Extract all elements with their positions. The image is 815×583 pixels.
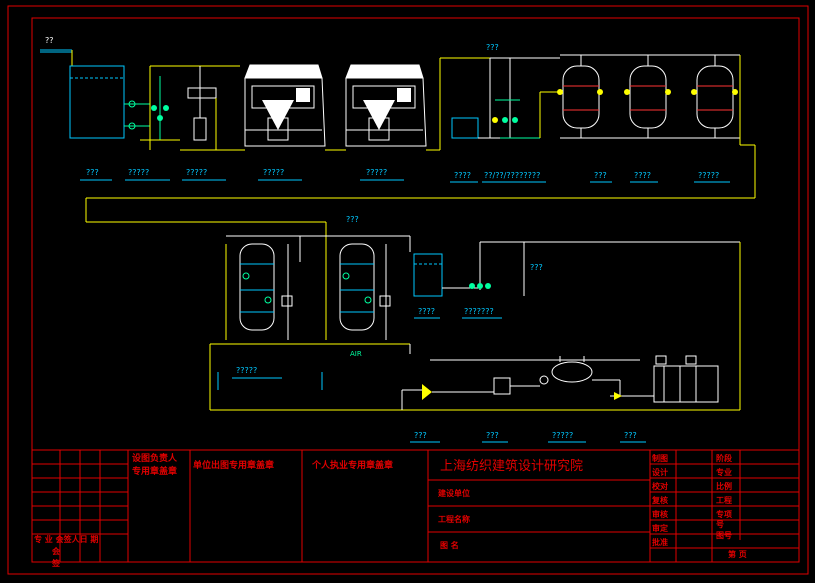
pressure-vessels	[539, 54, 755, 146]
intermediate-tank	[451, 117, 500, 139]
vessel-2	[624, 55, 671, 138]
rc1-4: 审核	[652, 509, 668, 519]
outer-border	[7, 5, 809, 575]
label-booster: ??/??/????????	[484, 171, 540, 180]
label-mid-right: ???	[530, 263, 543, 272]
label-pumps: ?????	[128, 168, 149, 177]
label-mid-small-2: ???????	[464, 307, 494, 316]
lower-pipes	[209, 242, 741, 411]
inlet-label: ??	[45, 36, 54, 45]
ion-exchange-column-1	[225, 243, 293, 340]
rc2-0: 阶段	[716, 453, 732, 463]
label-vessel-3: ?????	[698, 171, 719, 180]
rc2-2: 比例	[716, 481, 732, 491]
rc1-6: 批准	[652, 537, 668, 547]
title-block	[31, 449, 800, 563]
row-construction-unit: 建设单位	[437, 488, 470, 498]
label-bottom-3: ?????	[552, 431, 573, 440]
product-tank	[413, 241, 740, 297]
label-mid-filters: ?????	[236, 366, 257, 375]
label-air: AIR	[350, 350, 362, 358]
stamp-personal: 个人执业专用章盖章	[311, 459, 393, 471]
label-bottom-2: ???	[486, 431, 499, 440]
label-mid-tank: ????	[454, 171, 471, 180]
filter-unit-1	[244, 64, 326, 147]
rc2-5: 号	[716, 520, 724, 529]
countersign-header: 专 业 会签人日 期	[34, 534, 98, 544]
row-drawing-name: 图 名	[440, 540, 459, 550]
label-raw-tank: ???	[86, 168, 99, 177]
label-filter-2: ?????	[366, 168, 387, 177]
inlet-pipe: ??	[40, 36, 73, 66]
label-bottom-1: ???	[414, 431, 427, 440]
label-filter-1: ?????	[263, 168, 284, 177]
rc1-2: 校对	[652, 481, 668, 491]
vessel-3	[691, 55, 738, 138]
label-mid-top: ???	[346, 215, 359, 224]
rc2-3: 工程	[716, 495, 732, 505]
label-dosing: ?????	[186, 168, 207, 177]
stamp-unit: 单位出图专用章盖章	[193, 459, 274, 471]
title-block-text: 设图负责人 专用章盖章 单位出图专用章盖章 个人执业专用章盖章 上海纺织建筑设计…	[34, 452, 747, 568]
right-col-1: 制图 设计 校对 复核 审核 审定 批准	[651, 453, 668, 547]
dosing-unit	[180, 66, 245, 151]
label-booster-top: ???	[486, 43, 499, 52]
vessel-1	[557, 55, 603, 138]
rc1-0: 制图	[652, 453, 668, 463]
rc1-3: 复核	[651, 495, 668, 505]
filter-unit-2	[345, 64, 427, 147]
label-vessel-1: ???	[594, 171, 607, 180]
ion-exchange-column-2	[325, 222, 391, 340]
countersign-qian: 签	[51, 558, 61, 568]
label-mid-small-1: ????	[418, 307, 435, 316]
bottom-labels: ??? ??? ????? ???	[410, 431, 646, 443]
stamp-designer-line2: 专用章盖章	[132, 465, 177, 477]
right-col-2: 阶段 专业 比例 工程 专项 号 图号	[716, 453, 732, 540]
rc2-4: 专项	[716, 509, 732, 519]
rc2-1: 专业	[716, 467, 732, 477]
label-vessel-2: ????	[634, 171, 651, 180]
raw-water-tank	[69, 65, 150, 139]
institute-name: 上海纺织建筑设计研究院	[440, 458, 583, 474]
rc2-6: 图号	[716, 531, 732, 540]
connector-pipe	[85, 145, 756, 223]
page-number: 第 页	[728, 549, 747, 559]
rc1-5: 审定	[652, 523, 668, 533]
stamp-designer-line1: 设图负责人	[132, 452, 178, 464]
row-project-name: 工程名称	[438, 514, 470, 524]
bottom-process	[401, 355, 719, 410]
top-row-labels: ??? ????? ????? ????? ????? ??? ???? ??/…	[80, 43, 730, 183]
countersign-hui: 会	[52, 546, 60, 556]
booster-pumps	[489, 57, 560, 139]
pump-set	[140, 65, 240, 150]
rc1-1: 设计	[652, 467, 668, 477]
label-bottom-4: ???	[624, 431, 637, 440]
